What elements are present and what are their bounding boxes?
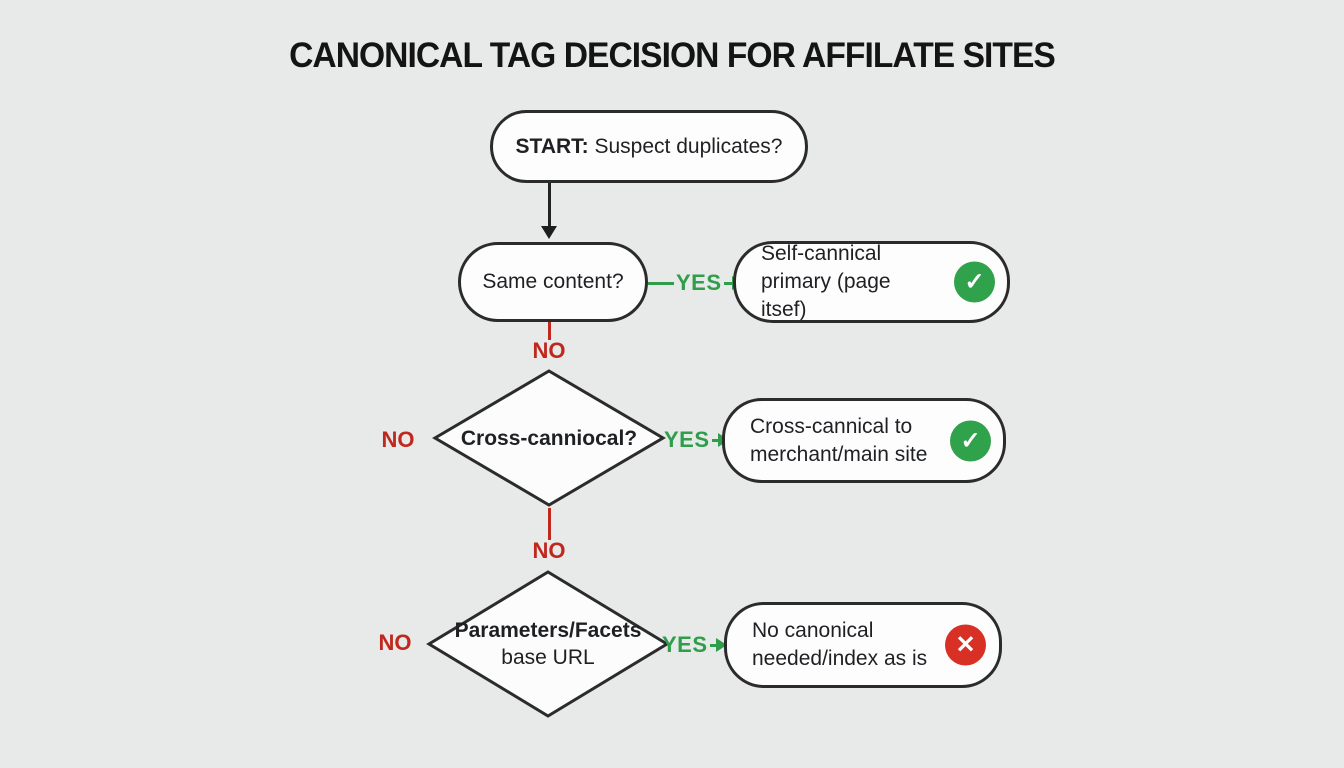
parameters-q-line2: base URL [501,646,595,669]
edge-yes-2-line [711,438,718,442]
edge-no-2-label: NO [532,538,566,563]
edge-yes-3-label: YES [662,632,708,657]
check-circle-icon: ✓ [954,261,995,303]
no-canonical-line2: needed/index as is [752,647,928,670]
parameters-q-line1: Parameters/Facets [454,619,642,642]
edge-yes-1-label: YES [676,270,722,295]
cross-canonical-q-label: Cross-canniocal? [460,426,638,450]
self-canonical-line2: primary (page itsef) [761,270,891,321]
no-canonical-line1: No canonical [752,619,874,642]
edge-no-left-1-label: NO [381,427,415,452]
diamond-shape [426,570,670,718]
same-content-node: Same content? [458,242,648,322]
check-glyph: ✓ [960,427,981,454]
page-title: CANONICAL TAG DECISION FOR AFFILATE SITE… [289,36,1056,75]
right-arrowhead-icon [715,638,727,652]
cross-canonical-decision-node: Cross-canniocal? [431,368,667,508]
no-canonical-node: No canonical needed/index as is ✕ [724,602,1002,688]
start-node-label: START: Suspect duplicates? [516,133,783,161]
cross-canonical-text: Cross-cannical to merchant/main site [725,413,997,469]
self-canonical-line1: Self-cannical [761,242,882,265]
check-circle-icon: ✓ [950,420,991,461]
same-content-label: Same content? [482,270,624,293]
self-canonical-node: Self-cannical primary (page itsef) ✓ [733,241,1010,323]
edge-yes-2-label: YES [664,427,710,452]
parameters-q-label: Parameters/Facets base URL [426,569,670,719]
x-glyph: ✕ [955,631,976,659]
edge-yes-1: YES [648,270,743,296]
start-question: Suspect duplicates? [588,134,783,158]
edge-yes-2: YES [662,427,729,453]
diamond-shape [432,369,666,507]
x-circle-icon: ✕ [945,624,986,666]
start-node: START: Suspect duplicates? [490,110,808,183]
cross-canonical-line2: merchant/main site [750,442,928,466]
edge-yes-1-line2 [723,281,732,285]
cross-canonical-line1: Cross-cannical to [750,414,913,438]
connector-start-down [548,183,551,227]
no-canonical-text: No canonical needed/index as is [727,617,997,673]
cross-canonical-node: Cross-cannical to merchant/main site ✓ [722,398,1006,483]
edge-no-left-2-label: NO [378,630,412,655]
edge-no-1-line [548,322,551,340]
down-arrowhead-icon [541,226,557,239]
self-canonical-text: Self-cannical primary (page itsef) [736,240,1007,324]
edge-yes-3-line [709,643,716,647]
edge-no-1-label: NO [532,338,566,363]
edge-yes-1-line [648,281,674,285]
parameters-decision-node: Parameters/Facets base URL [426,569,670,719]
edge-no-2-line [548,508,551,540]
start-prefix: START: [515,134,589,158]
check-glyph: ✓ [964,268,985,296]
edge-yes-3: YES [660,632,727,658]
